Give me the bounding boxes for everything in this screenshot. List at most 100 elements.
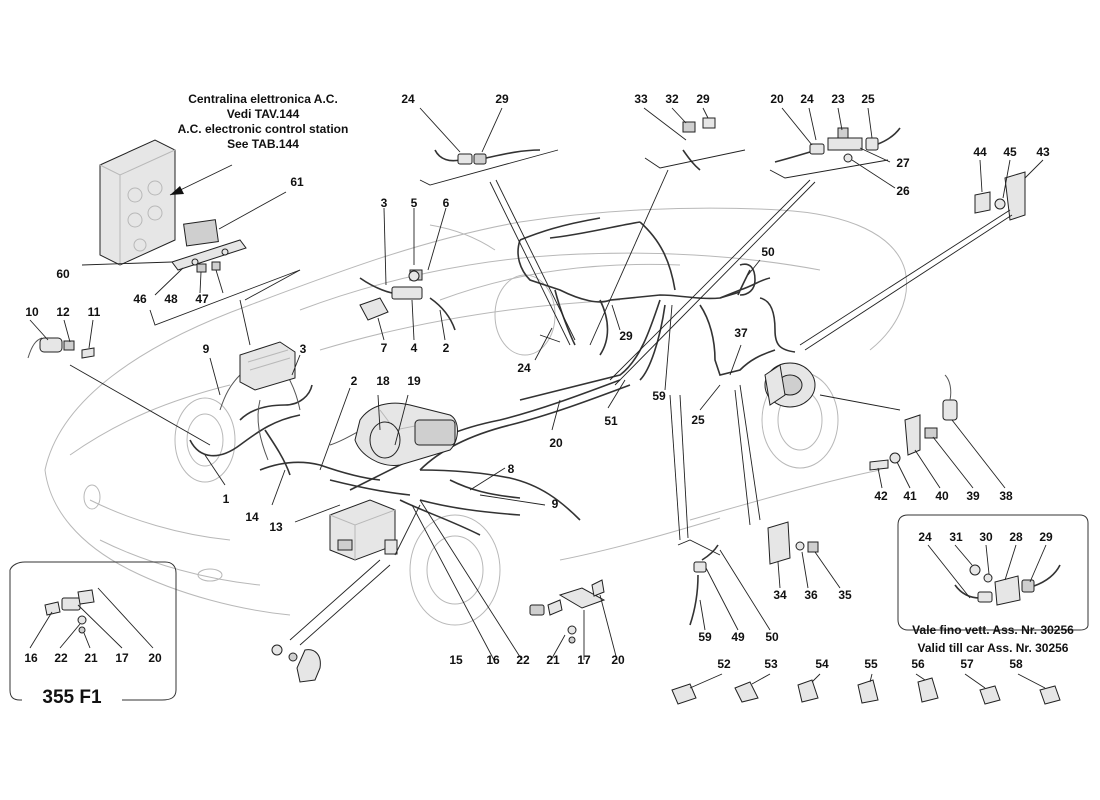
callout-33: 33 <box>634 92 648 106</box>
callout-28: 28 <box>1009 530 1023 544</box>
relay-bracket <box>81 191 287 296</box>
callout-55: 55 <box>864 657 878 671</box>
fitting-group-16b <box>411 499 618 661</box>
callout-4: 4 <box>411 341 418 355</box>
callout-32: 32 <box>665 92 679 106</box>
callout-21: 21 <box>546 653 560 667</box>
callout-53: 53 <box>764 657 778 671</box>
callout-3: 3 <box>300 342 307 356</box>
fitting-group-43 <box>974 159 1044 221</box>
fitting-group-3 <box>359 207 456 341</box>
leader-lines <box>149 169 816 556</box>
ac-annotation: Centralina elettronica A.C. Vedi TAV.144… <box>178 92 349 151</box>
callout-51: 51 <box>604 414 618 428</box>
callout-49: 49 <box>731 630 745 644</box>
abs-modulator <box>329 499 398 561</box>
validity-english: Valid till car Ass. Nr. 30256 <box>918 641 1069 655</box>
callout-20: 20 <box>611 653 625 667</box>
callout-11: 11 <box>88 305 101 319</box>
callout-42: 42 <box>874 489 888 503</box>
callout-54: 54 <box>815 657 829 671</box>
callout-13: 13 <box>269 520 283 534</box>
callout-3: 3 <box>381 196 388 210</box>
callout-17: 17 <box>115 651 129 665</box>
callout-30: 30 <box>979 530 993 544</box>
fitting-group-33 <box>643 107 746 171</box>
ac-control-unit <box>99 139 233 266</box>
callout-5: 5 <box>411 196 418 210</box>
callout-8: 8 <box>508 462 515 476</box>
fitting-group-23 <box>769 107 901 189</box>
clip-row <box>671 673 1061 705</box>
callout-29: 29 <box>619 329 633 343</box>
callout-59: 59 <box>698 630 712 644</box>
callout-10: 10 <box>25 305 39 319</box>
callout-50: 50 <box>761 245 775 259</box>
callout-18: 18 <box>376 374 390 388</box>
control-module <box>239 341 296 391</box>
callout-34: 34 <box>773 588 787 602</box>
inset-detail <box>897 514 1089 631</box>
callout-7: 7 <box>381 341 388 355</box>
callout-41: 41 <box>903 489 917 503</box>
callout-12: 12 <box>56 305 70 319</box>
callout-24: 24 <box>517 361 531 375</box>
callout-46: 46 <box>133 292 147 306</box>
callout-6: 6 <box>443 196 450 210</box>
callout-24: 24 <box>918 530 932 544</box>
left-inset-box <box>9 561 177 701</box>
callout-27: 27 <box>896 156 910 170</box>
brake-master-cylinder <box>354 402 458 466</box>
callout-37: 37 <box>734 326 748 340</box>
callout-19: 19 <box>407 374 421 388</box>
callout-20: 20 <box>148 651 162 665</box>
car-body-outline <box>44 207 907 626</box>
callout-25: 25 <box>861 92 875 106</box>
validity-italian: Vale fino vett. Ass. Nr. 30256 <box>912 623 1074 637</box>
callout-24: 24 <box>401 92 415 106</box>
callout-14: 14 <box>245 510 259 524</box>
callout-16: 16 <box>24 651 38 665</box>
callout-9: 9 <box>203 342 210 356</box>
callout-20: 20 <box>770 92 784 106</box>
callout-20: 20 <box>549 436 563 450</box>
callout-2: 2 <box>351 374 358 388</box>
model-code: 355 F1 <box>42 687 102 708</box>
callout-39: 39 <box>966 489 980 503</box>
callout-22: 22 <box>516 653 530 667</box>
fitting-group-16a <box>29 587 154 649</box>
callout-59: 59 <box>652 389 666 403</box>
annotation-line-1: Centralina elettronica A.C. <box>188 92 338 106</box>
callout-36: 36 <box>804 588 818 602</box>
callout-9: 9 <box>552 497 559 511</box>
callout-43: 43 <box>1036 145 1050 159</box>
callout-60: 60 <box>56 267 70 281</box>
clip-bracket <box>271 559 391 683</box>
rear-caliper <box>764 209 1013 408</box>
fitting-group-38 <box>819 374 1006 489</box>
validity-note: Vale fino vett. Ass. Nr. 30256 Valid til… <box>912 623 1074 655</box>
callout-56: 56 <box>911 657 925 671</box>
callout-21: 21 <box>84 651 98 665</box>
callout-61: 61 <box>290 175 304 189</box>
callout-29: 29 <box>1039 530 1053 544</box>
callout-1: 1 <box>223 492 230 506</box>
callout-35: 35 <box>838 588 852 602</box>
callout-29: 29 <box>696 92 710 106</box>
callout-38: 38 <box>999 489 1013 503</box>
callout-29: 29 <box>495 92 509 106</box>
callout-25: 25 <box>691 413 705 427</box>
callout-48: 48 <box>164 292 178 306</box>
annotation-line-3: A.C. electronic control station <box>178 122 349 136</box>
sensor-group-10 <box>27 319 211 446</box>
annotation-line-2: Vedi TAV.144 <box>227 107 300 121</box>
fitting-group-59 <box>669 394 771 631</box>
callout-24: 24 <box>800 92 814 106</box>
callout-15: 15 <box>449 653 463 667</box>
callout-17: 17 <box>577 653 591 667</box>
callout-16: 16 <box>486 653 500 667</box>
callout-47: 47 <box>195 292 209 306</box>
fitting-group-34 <box>734 384 841 589</box>
